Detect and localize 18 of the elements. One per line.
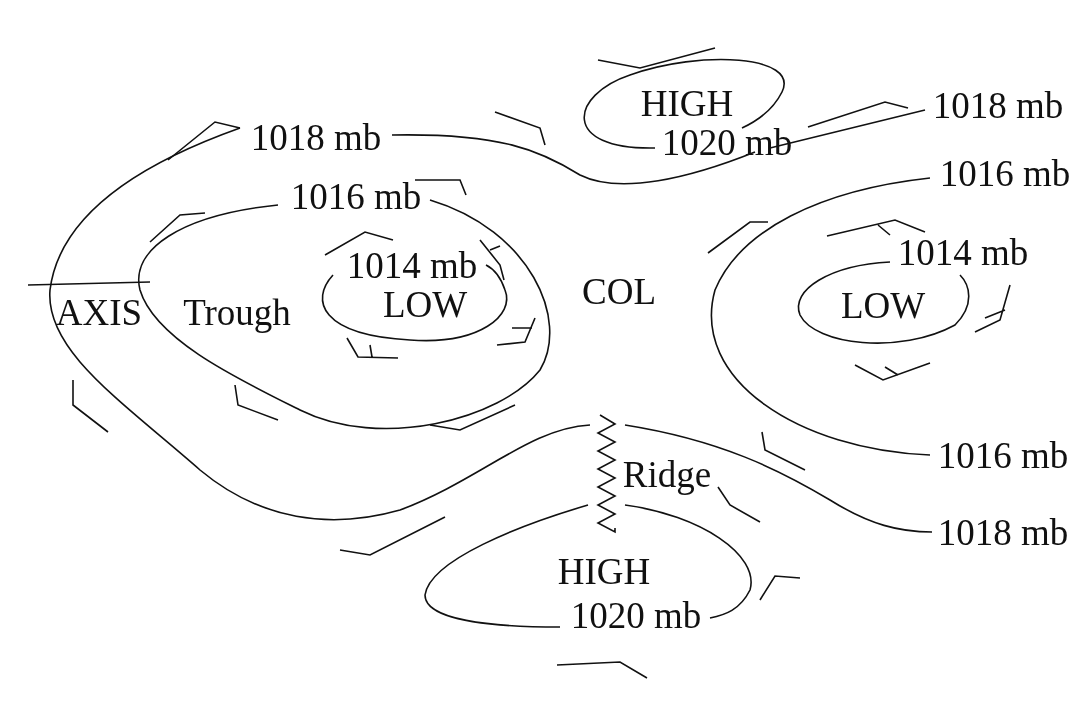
isobar-value: 1014 mb — [346, 246, 478, 284]
col-label: COL — [582, 272, 656, 310]
high-pressure-label: HIGH — [640, 84, 734, 122]
isobar-value: 1020 mb — [661, 123, 793, 161]
high-pressure-label: HIGH — [557, 552, 651, 590]
isobar-value: 1018 mb — [250, 118, 382, 156]
low-pressure-label: LOW — [840, 286, 926, 324]
isobar-value: 1018 mb — [932, 86, 1064, 124]
isobar-value: 1020 mb — [570, 596, 702, 634]
isobar-value: 1014 mb — [897, 233, 1029, 271]
isobar-value: 1016 mb — [937, 436, 1069, 474]
low-pressure-label: LOW — [382, 285, 468, 323]
isobar-value: 1016 mb — [939, 154, 1071, 192]
isobar-value: 1018 mb — [937, 513, 1069, 551]
trough-label: Trough — [183, 293, 291, 331]
axis-label: AXIS — [55, 293, 143, 331]
isobar-value: 1016 mb — [290, 177, 422, 215]
ridge-label: Ridge — [622, 455, 712, 493]
